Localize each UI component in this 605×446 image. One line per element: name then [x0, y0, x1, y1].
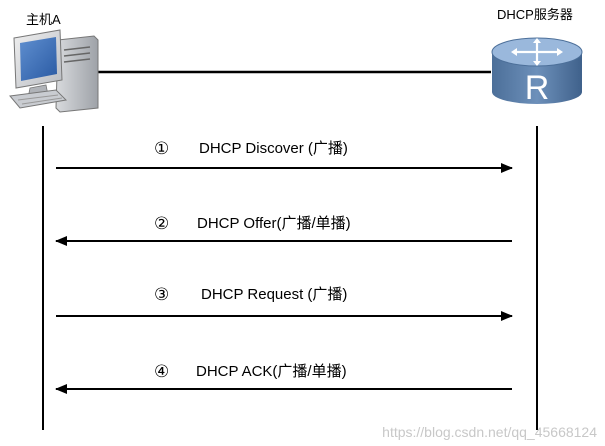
message-number-1: ①	[154, 139, 170, 158]
message-label-discover: DHCP Discover (广播)	[199, 140, 348, 157]
message-label-ack: DHCP ACK(广播/单播)	[196, 363, 347, 380]
message-label-offer: DHCP Offer(广播/单播)	[197, 215, 351, 232]
host-label: 主机A	[26, 12, 61, 27]
message-number-3: ③	[154, 285, 170, 304]
desktop-computer-icon	[9, 29, 99, 113]
message-number-4: ④	[154, 362, 170, 381]
message-label-request: DHCP Request (广播)	[201, 286, 348, 303]
message-number-2: ②	[154, 214, 170, 233]
router-icon: R	[491, 37, 583, 107]
router-letter: R	[525, 69, 550, 107]
watermark-text: https://blog.csdn.net/qq_45668124	[382, 424, 597, 440]
server-label: DHCP服务器	[497, 7, 573, 22]
